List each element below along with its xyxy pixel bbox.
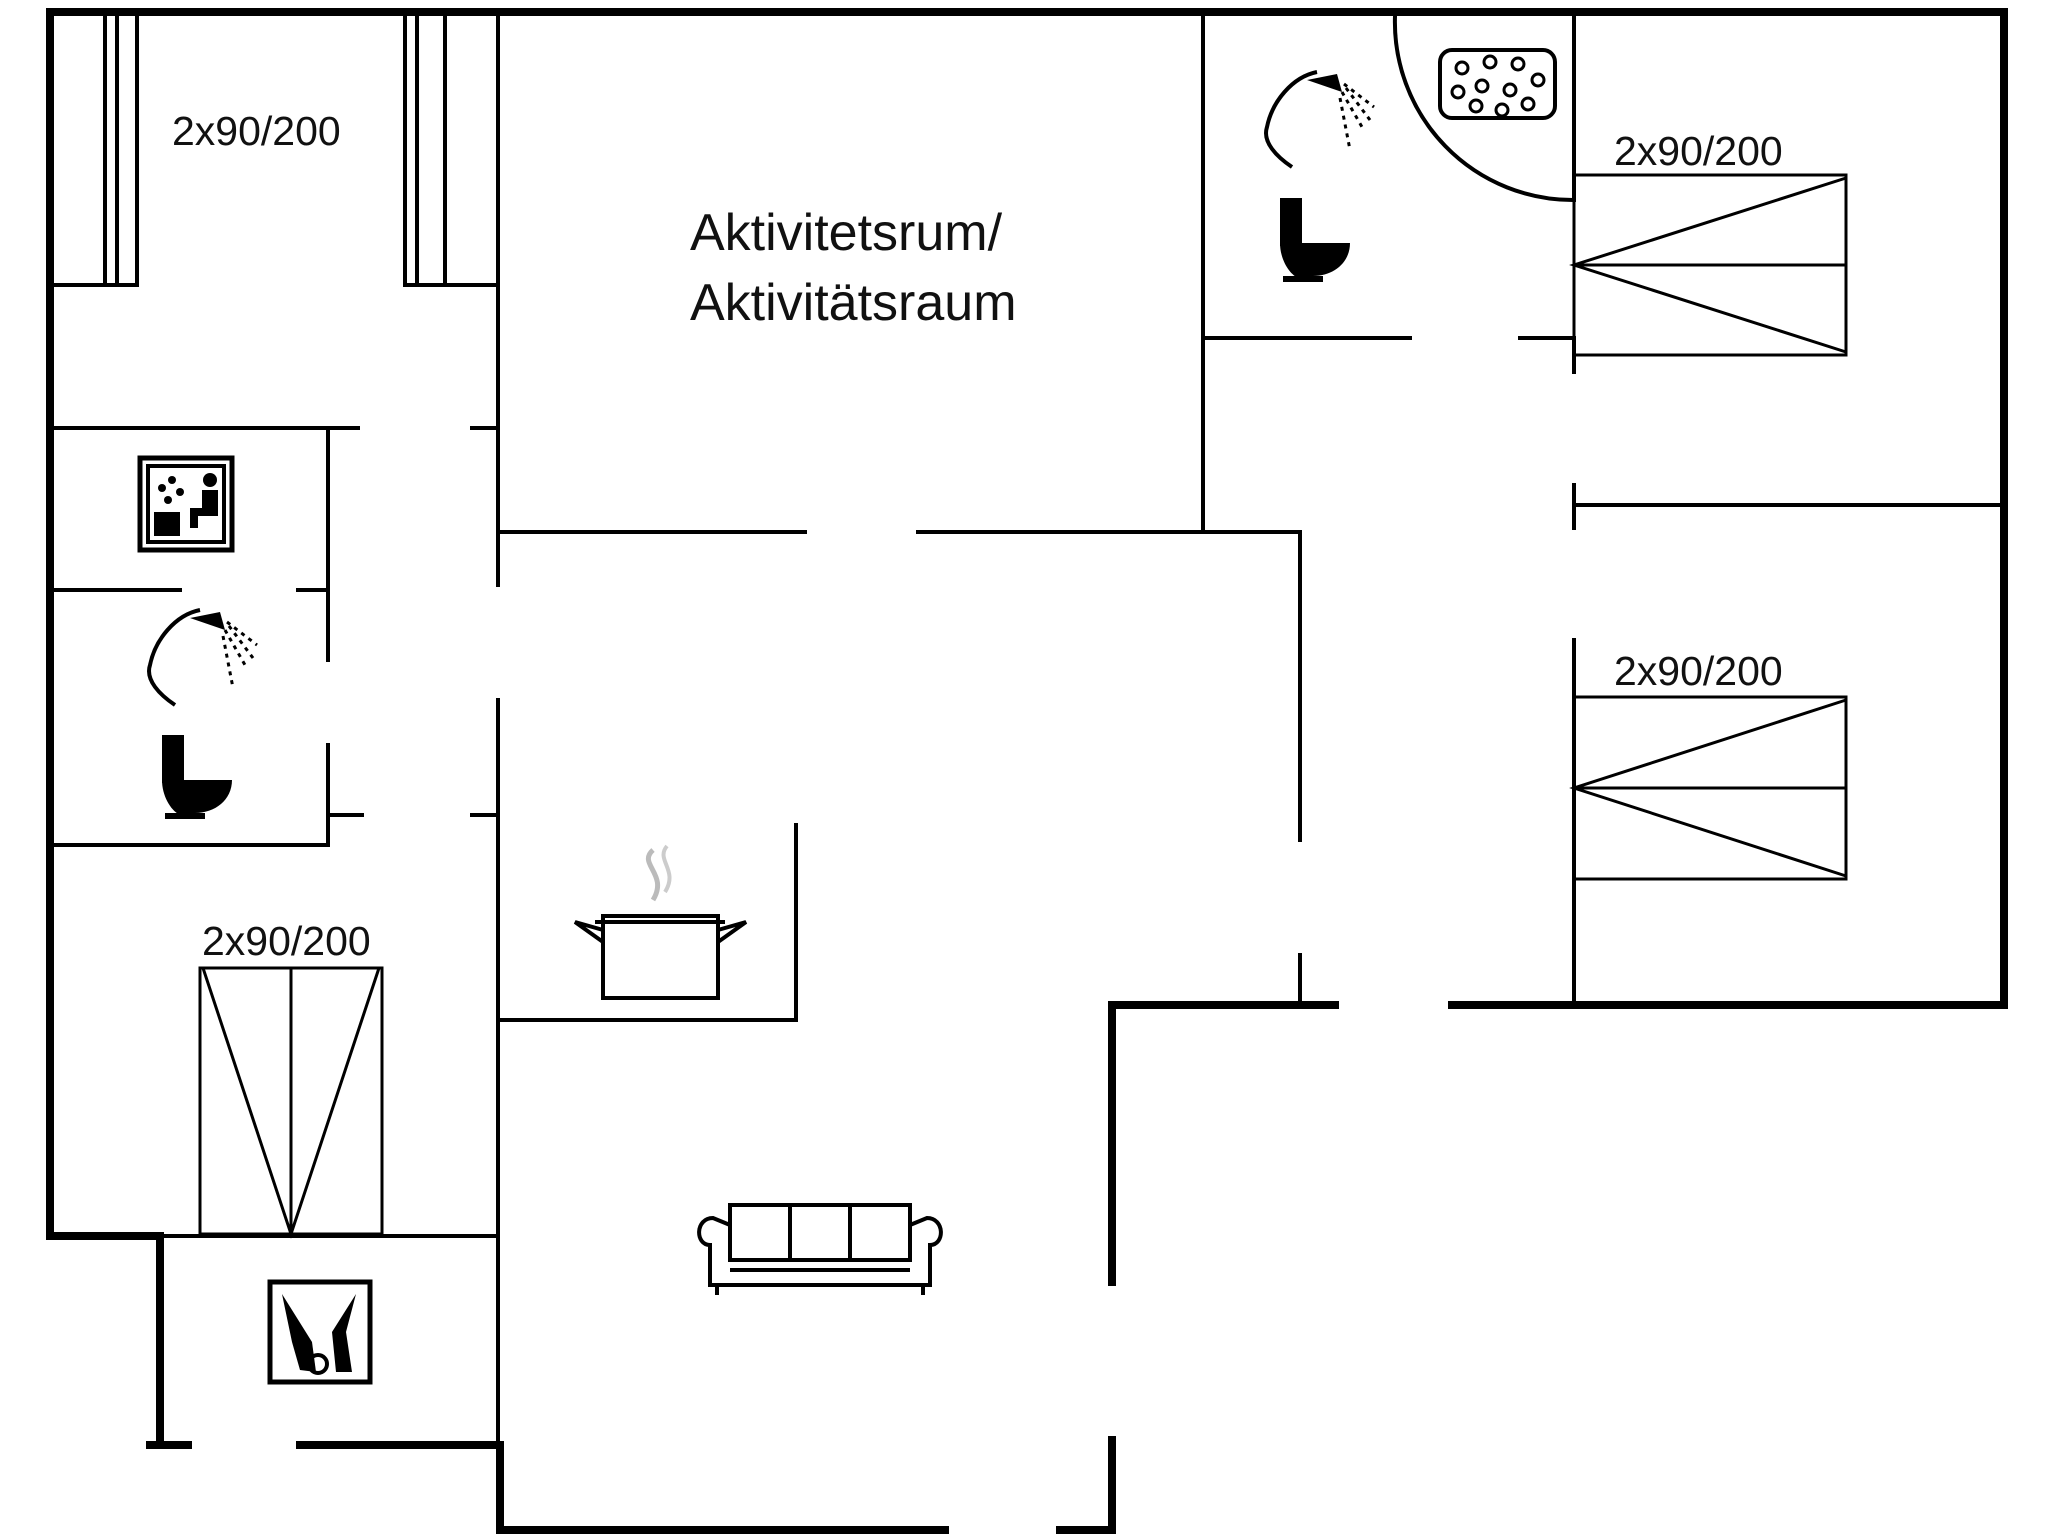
washing-machine-icon <box>267 1279 373 1385</box>
door-arc <box>1392 13 1577 203</box>
room-label-activity-2: Aktivitätsraum <box>690 274 1017 332</box>
bed-lower-left <box>198 966 384 1239</box>
bed-mid-right <box>1569 695 1848 881</box>
whirlpool-icon <box>1438 48 1557 120</box>
sauna-icon <box>137 455 235 553</box>
room-label-activity-1: Aktivitetsrum/ <box>690 204 1003 262</box>
sofa-icon <box>697 1203 943 1295</box>
bed-top-right <box>1569 173 1848 357</box>
interior-walls <box>52 14 2002 1532</box>
toilet-icon <box>162 735 232 819</box>
bed-label-lower-left: 2x90/200 <box>202 918 371 964</box>
bed-label-top-left: 2x90/200 <box>172 108 341 154</box>
bed-label-top-right: 2x90/200 <box>1614 128 1783 174</box>
toilet-icon-2 <box>1280 198 1350 282</box>
outer-walls <box>46 8 2008 1534</box>
shower-icon-2 <box>1264 70 1375 169</box>
cooking-pot-icon <box>573 844 748 1000</box>
bed-label-mid-right: 2x90/200 <box>1614 648 1783 694</box>
shower-icon <box>147 608 258 707</box>
